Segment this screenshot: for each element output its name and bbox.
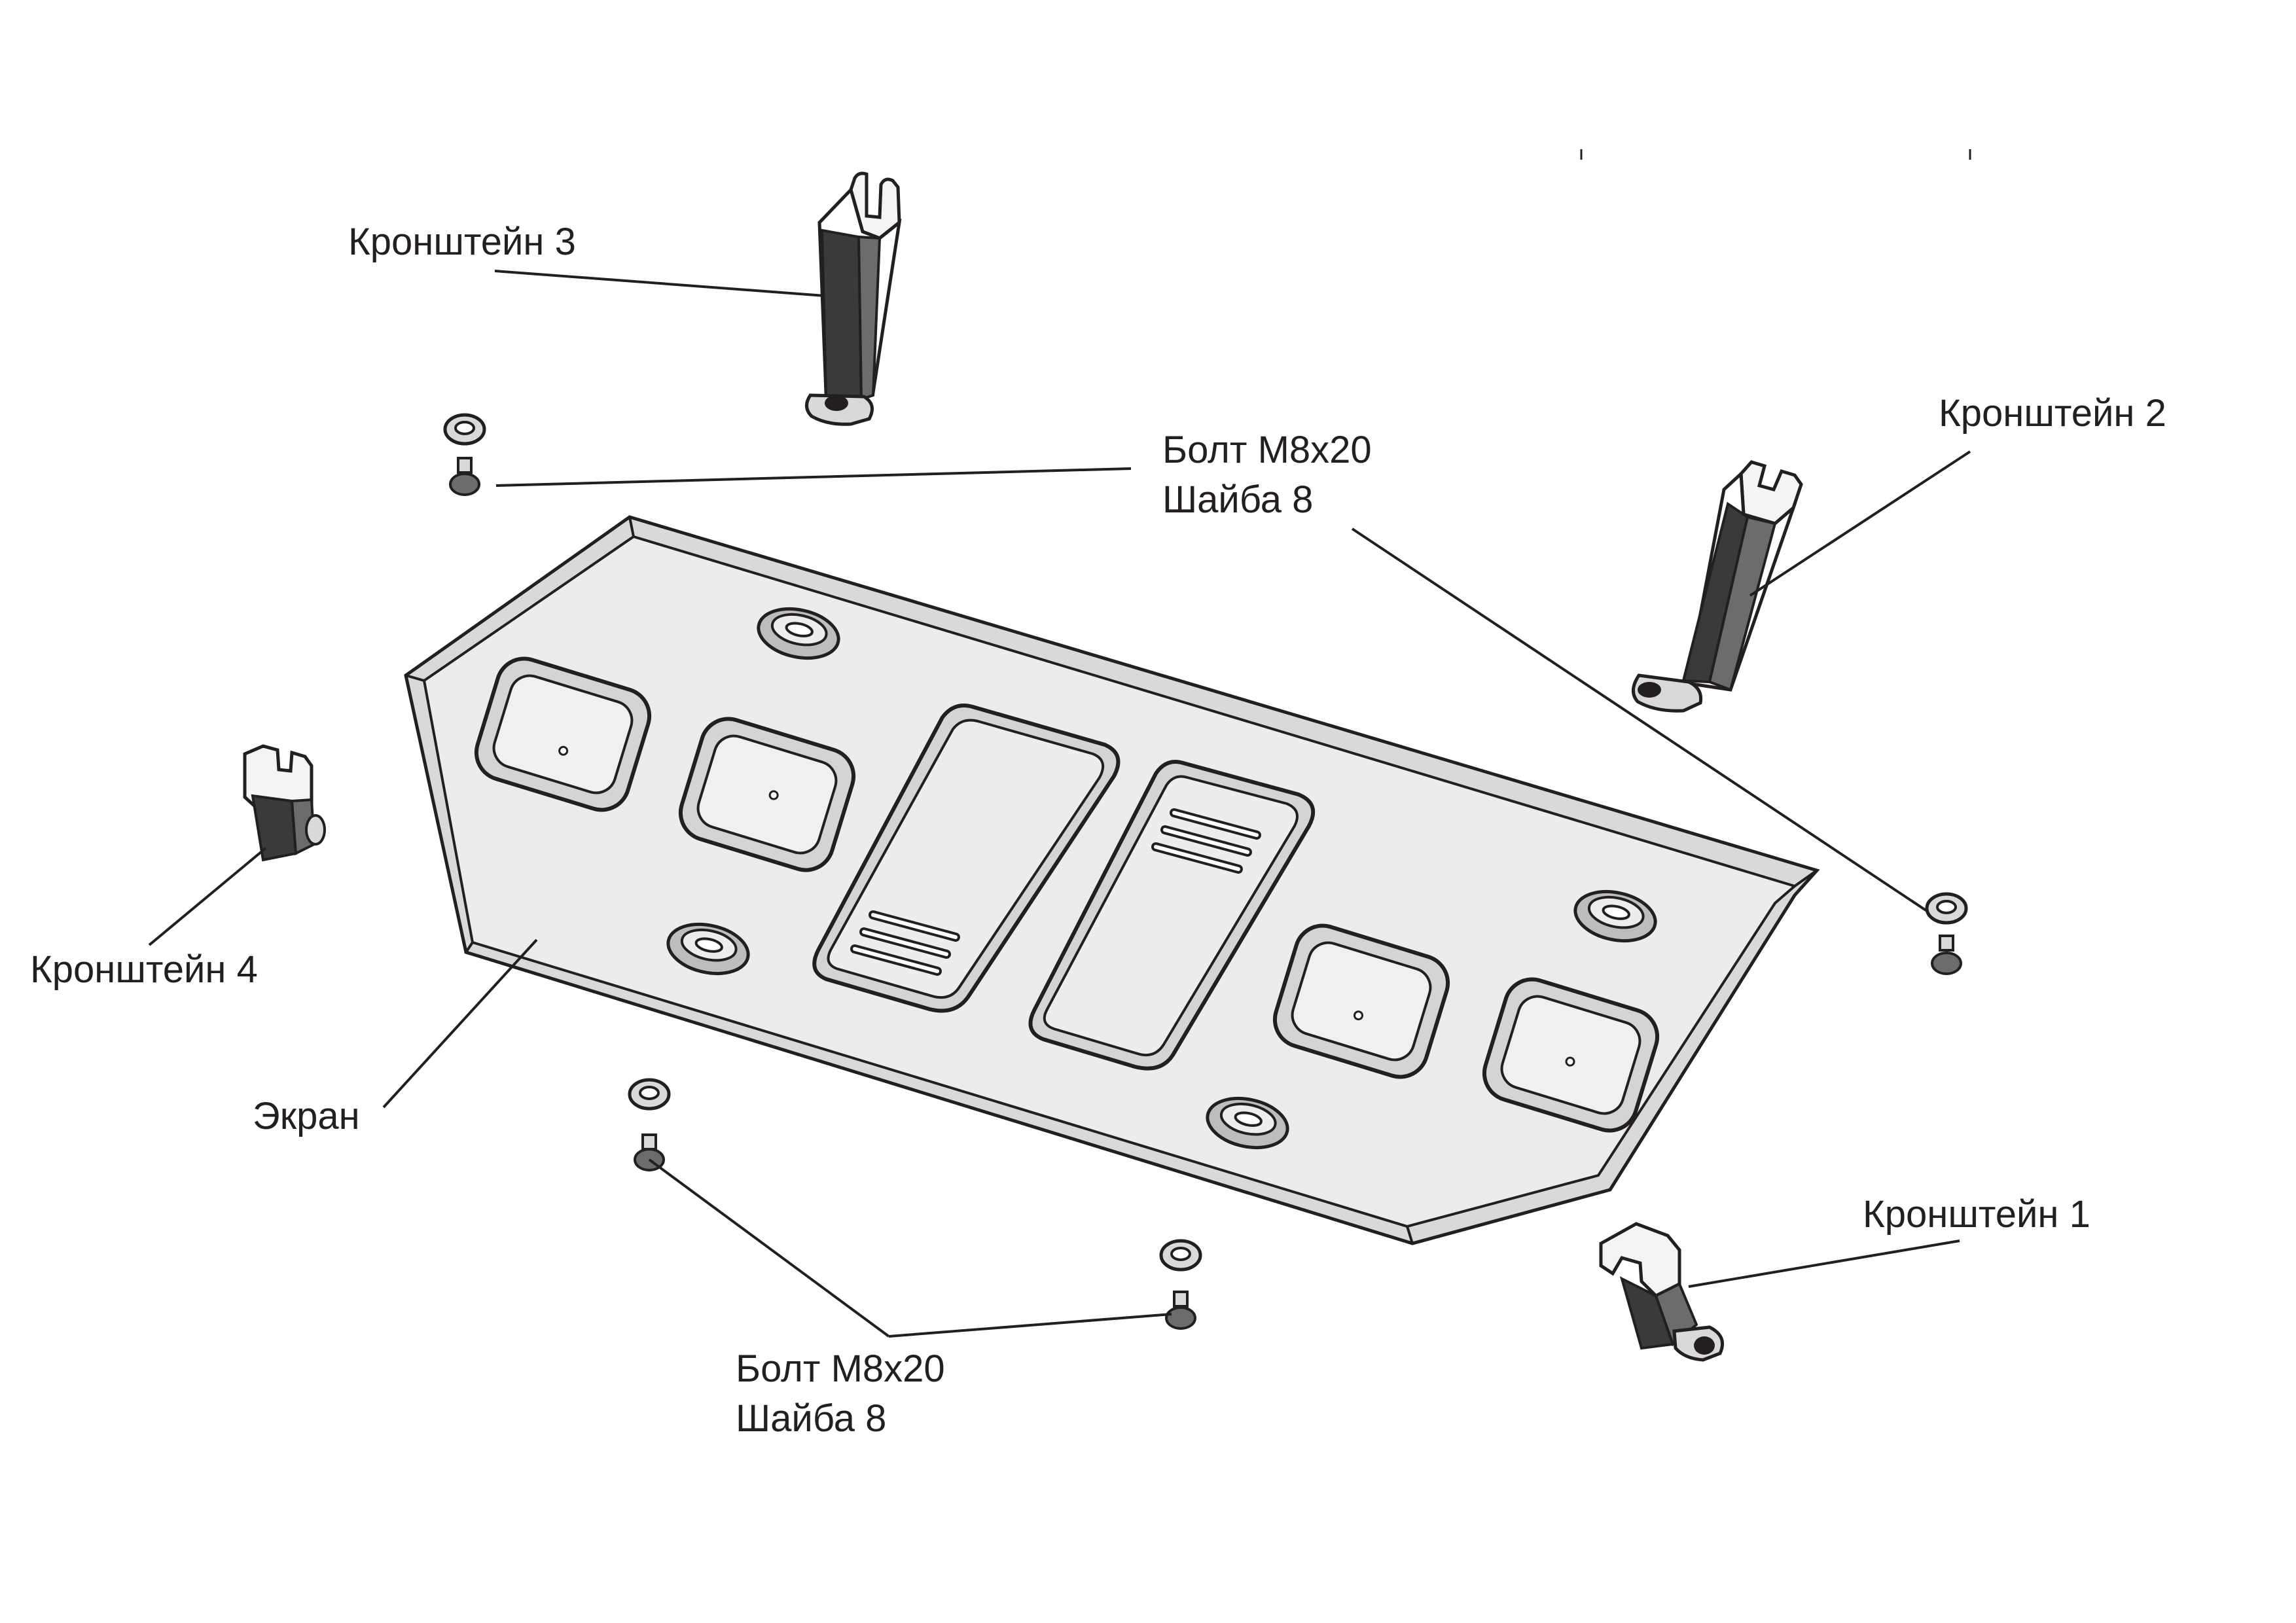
fastener-right [1925, 892, 1968, 975]
skid-plate [404, 515, 1820, 1245]
square-vent [1272, 923, 1450, 1079]
plate-edge [465, 941, 474, 954]
slot-louvers [1151, 808, 1261, 874]
leader-fastener-top-1 [495, 467, 1132, 487]
leader-bracket-3 [494, 270, 825, 297]
bracket-2 [1632, 460, 1803, 713]
square-vent [678, 717, 856, 872]
leader-bracket-1 [1688, 1240, 1960, 1288]
label-bracket-3-text: Кронштейн 3 [348, 221, 576, 263]
fastener-bottom-left [628, 1078, 671, 1171]
leader-bracket-2 [1749, 450, 1971, 597]
label-fastener-bottom: Болт М8х20 Шайба 8 [736, 1344, 945, 1444]
slot-louvers [850, 910, 960, 976]
leader-lines [148, 270, 1971, 1338]
label-washer-text: Шайба 8 [1162, 478, 1314, 521]
leader-screen [382, 938, 538, 1109]
bracket-1 [1599, 1222, 1724, 1362]
label-bracket-4: Кронштейн 4 [30, 945, 258, 995]
label-bracket-3: Кронштейн 3 [348, 217, 576, 267]
plate-edge [1406, 1226, 1414, 1244]
drain-boss [1206, 1097, 1289, 1149]
leader-fastener-bottom-2 [888, 1313, 1172, 1338]
leader-bracket-4 [148, 847, 267, 946]
label-bracket-1-text: Кронштейн 1 [1863, 1193, 2090, 1236]
bolt [634, 1133, 665, 1171]
square-vent [474, 656, 652, 812]
plate-edge [405, 674, 425, 682]
label-bolt-text: Болт М8х20 [736, 1347, 945, 1390]
bracket-3 [805, 171, 902, 426]
leader-fastener-bottom-1 [648, 1158, 890, 1338]
leader-fastener-top-2 [1351, 527, 1928, 912]
long-slot [812, 704, 1121, 1013]
label-bracket-4-text: Кронштейн 4 [30, 948, 258, 991]
label-screen: Экран [253, 1092, 360, 1141]
label-washer-text: Шайба 8 [736, 1397, 887, 1440]
long-slot [1028, 760, 1316, 1071]
label-bolt-text: Болт М8х20 [1162, 429, 1372, 471]
label-bracket-2-text: Кронштейн 2 [1939, 392, 2166, 435]
plate-edge [1793, 869, 1818, 887]
bolt [449, 457, 480, 496]
bracket-4 [243, 744, 326, 862]
bolt [1931, 935, 1962, 975]
fastener-top-left [443, 413, 486, 496]
square-vent [1482, 977, 1660, 1133]
plate-edge [628, 516, 635, 537]
fastener-bottom-center [1159, 1239, 1202, 1330]
label-fastener-top: Болт М8х20 Шайба 8 [1162, 425, 1372, 525]
drain-boss [1573, 890, 1657, 942]
label-bracket-1: Кронштейн 1 [1863, 1190, 2090, 1240]
bolt [1165, 1291, 1196, 1330]
label-bracket-2: Кронштейн 2 [1939, 389, 2166, 438]
drain-boss [757, 607, 840, 660]
label-screen-text: Экран [253, 1095, 360, 1137]
drain-boss [666, 923, 750, 975]
